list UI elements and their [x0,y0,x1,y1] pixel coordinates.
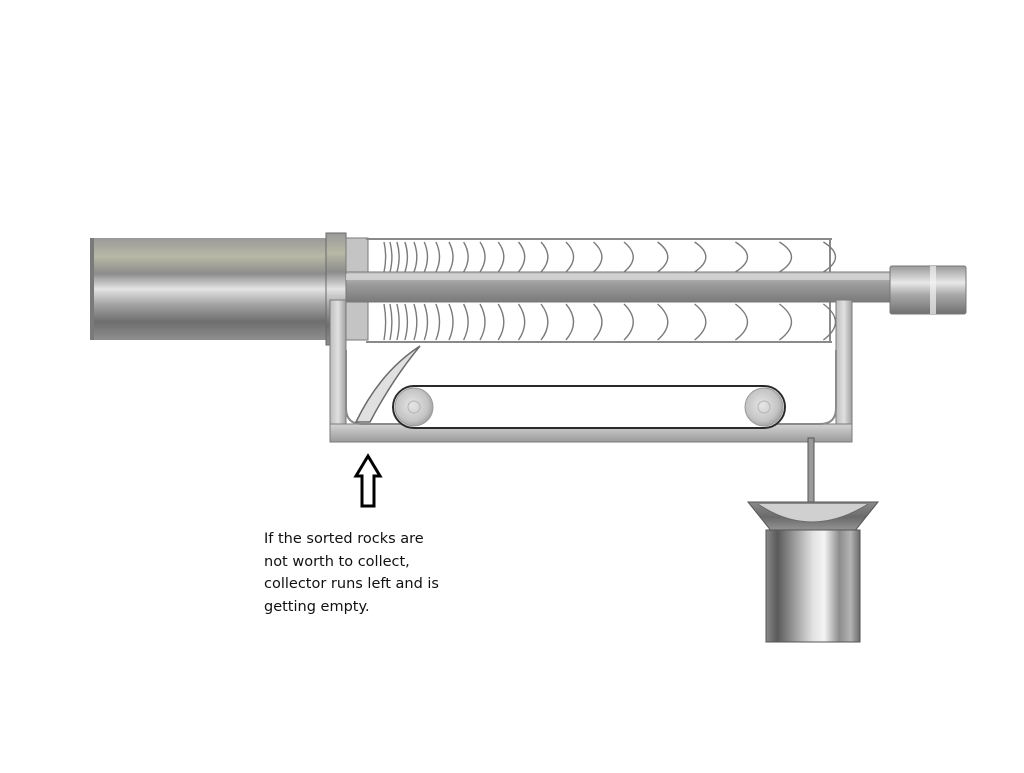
spring-coil [565,303,575,341]
spring-coil [735,241,749,273]
rod-end-cap [889,265,967,315]
spring-coils-upper [383,241,837,273]
spring-coil [479,241,486,273]
spring-coil [413,241,418,273]
spring-coil [657,241,669,273]
spring-coil [822,303,837,341]
piston-rod [345,271,895,303]
conveyor-belt [392,385,786,429]
spring-coil [448,303,454,341]
spring-coils-lower [383,303,837,341]
spring-coil [540,303,549,341]
spring-coil [823,241,837,273]
spring-coil [778,303,793,341]
spring-coil [623,303,634,341]
spring-coil [593,241,603,273]
spring-coil [423,241,429,273]
spring-coil [396,241,400,273]
spring-coil [463,303,469,341]
spring-coil [734,303,749,341]
spring-coil [565,241,575,273]
spring-coil [657,303,669,341]
annotation-line: getting empty. [264,598,370,615]
spring-coil [413,303,418,341]
spring-coil [448,241,454,273]
right-roller [744,387,784,427]
spring-coil [517,241,526,273]
spring-coil [404,303,409,341]
spring-coil [389,303,393,341]
cylinder-body [90,238,330,340]
spring-coil [593,303,603,341]
spring-coil [383,303,387,341]
spring-coil [694,303,707,341]
annotation-line: collector runs left and is [264,576,439,592]
drop-rod [807,437,815,513]
spring-coil [396,303,400,341]
spring-coil [383,241,387,273]
spring-coil [497,241,505,273]
spring-coil [497,303,505,341]
left-roller [394,387,434,427]
spring-coil [479,303,486,341]
deflector-blade [354,345,421,423]
up-arrow-icon [353,453,383,508]
spring-coil [694,241,707,273]
annotation-line: not worth to collect, [264,553,410,570]
spring-coil [423,303,429,341]
spring-coil [463,241,469,273]
spring-coil [779,241,793,273]
spring-coil [389,241,393,273]
spring-coil [404,241,409,273]
spring-coil [540,241,549,273]
spring-coil [435,241,441,273]
collector-funnel [746,501,880,533]
spring-coil [623,241,634,273]
spring-coil [435,303,441,341]
spring-coil [517,303,526,341]
annotation-line: If the sorted rocks are [264,531,424,547]
collector-bucket [765,529,861,643]
annotation-text: If the sorted rocks are not worth to col… [264,528,494,618]
